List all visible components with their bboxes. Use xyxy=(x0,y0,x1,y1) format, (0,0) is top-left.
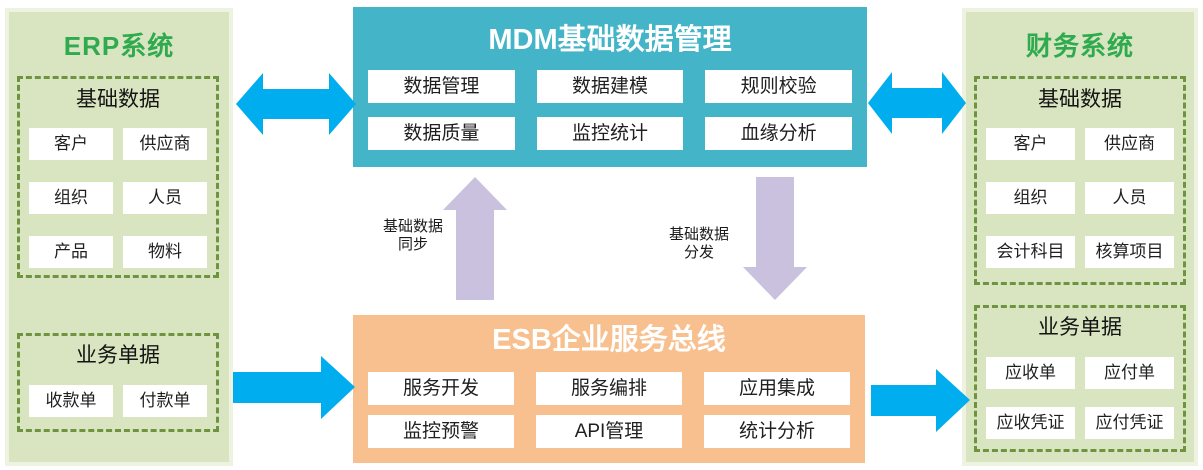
finance-doc-item: 应付单 xyxy=(1085,357,1174,389)
finance-business-docs-group: 业务单据 应收单 应付单 应收凭证 应付凭证 xyxy=(974,305,1186,452)
finance-basic-data-grid: 客户 供应商 组织 人员 会计科目 核算项目 xyxy=(977,128,1183,268)
dispatch-arrow-label-line2: 分发 xyxy=(683,244,714,261)
esb-title: ESB企业服务总线 xyxy=(492,324,726,356)
esb-item: 应用集成 xyxy=(704,372,850,405)
mdm-item: 监控统计 xyxy=(536,117,684,150)
erp-doc-item: 付款单 xyxy=(123,385,207,417)
esb-item: 服务开发 xyxy=(368,372,514,405)
erp-business-docs-title: 业务单据 xyxy=(76,344,160,367)
esb-box: ESB企业服务总线 服务开发 服务编排 应用集成 监控预警 API管理 统计分析 xyxy=(353,315,865,463)
erp-basic-item: 客户 xyxy=(29,128,113,160)
finance-system-panel: 财务系统 基础数据 客户 供应商 组织 人员 会计科目 核算项目 业务单据 应收… xyxy=(962,8,1198,466)
finance-basic-item: 客户 xyxy=(986,128,1075,160)
mdm-item: 数据质量 xyxy=(368,117,515,150)
esb-item: 统计分析 xyxy=(704,415,850,448)
erp-panel-title: ERP系统 xyxy=(63,31,175,61)
finance-doc-item: 应收凭证 xyxy=(986,407,1075,439)
finance-basic-item: 人员 xyxy=(1085,182,1174,214)
mdm-title: MDM基础数据管理 xyxy=(488,24,732,56)
esb-item: 服务编排 xyxy=(536,372,682,405)
erp-mdm-double-arrow-icon xyxy=(236,73,356,135)
dispatch-down-arrow-icon xyxy=(743,177,807,300)
erp-esb-right-arrow-icon xyxy=(233,356,355,419)
finance-basic-item: 核算项目 xyxy=(1085,236,1174,268)
dispatch-arrow-label: 基础数据 分发 xyxy=(652,226,746,262)
dispatch-arrow-label-line1: 基础数据 xyxy=(668,226,729,243)
erp-basic-item: 物料 xyxy=(123,236,207,268)
esb-item: API管理 xyxy=(536,415,682,448)
erp-basic-data-title: 基础数据 xyxy=(76,88,160,111)
erp-basic-data-group: 基础数据 客户 供应商 组织 人员 产品 物料 xyxy=(17,76,219,278)
erp-business-docs-grid: 收款单 付款单 xyxy=(20,385,216,417)
mdm-finance-double-arrow-icon xyxy=(868,72,966,134)
esb-finance-right-arrow-icon xyxy=(871,369,970,432)
erp-basic-item: 组织 xyxy=(29,182,113,214)
mdm-item: 规则校验 xyxy=(705,70,852,103)
esb-grid: 服务开发 服务编排 应用集成 监控预警 API管理 统计分析 xyxy=(353,372,865,448)
finance-doc-item: 应收单 xyxy=(986,357,1075,389)
esb-item: 监控预警 xyxy=(368,415,514,448)
erp-system-panel: ERP系统 基础数据 客户 供应商 组织 人员 产品 物料 业务单据 收款单 付… xyxy=(5,8,233,466)
sync-up-arrow-icon xyxy=(443,177,507,300)
mdm-item: 数据建模 xyxy=(536,70,684,103)
erp-doc-item: 收款单 xyxy=(29,385,113,417)
sync-arrow-label: 基础数据 同步 xyxy=(366,218,460,254)
erp-basic-item: 人员 xyxy=(123,182,207,214)
mdm-box: MDM基础数据管理 数据管理 数据建模 规则校验 数据质量 监控统计 血缘分析 xyxy=(353,7,867,167)
erp-basic-data-grid: 客户 供应商 组织 人员 产品 物料 xyxy=(20,128,216,268)
erp-basic-item: 产品 xyxy=(29,236,113,268)
sync-arrow-label-line1: 基础数据 xyxy=(382,218,443,235)
finance-basic-item: 会计科目 xyxy=(986,236,1075,268)
finance-basic-data-title: 基础数据 xyxy=(1038,88,1122,111)
mdm-item: 血缘分析 xyxy=(705,117,852,150)
mdm-item: 数据管理 xyxy=(368,70,515,103)
finance-panel-title: 财务系统 xyxy=(1025,31,1134,61)
erp-basic-item: 供应商 xyxy=(123,128,207,160)
finance-basic-item: 组织 xyxy=(986,182,1075,214)
mdm-grid: 数据管理 数据建模 规则校验 数据质量 监控统计 血缘分析 xyxy=(353,70,867,150)
finance-doc-item: 应付凭证 xyxy=(1085,407,1174,439)
sync-arrow-label-line2: 同步 xyxy=(397,236,428,253)
finance-basic-item: 供应商 xyxy=(1085,128,1174,160)
finance-basic-data-group: 基础数据 客户 供应商 组织 人员 会计科目 核算项目 xyxy=(974,76,1186,285)
erp-business-docs-group: 业务单据 收款单 付款单 xyxy=(17,333,219,432)
finance-business-docs-title: 业务单据 xyxy=(1038,316,1122,339)
finance-business-docs-grid: 应收单 应付单 应收凭证 应付凭证 xyxy=(977,357,1183,439)
